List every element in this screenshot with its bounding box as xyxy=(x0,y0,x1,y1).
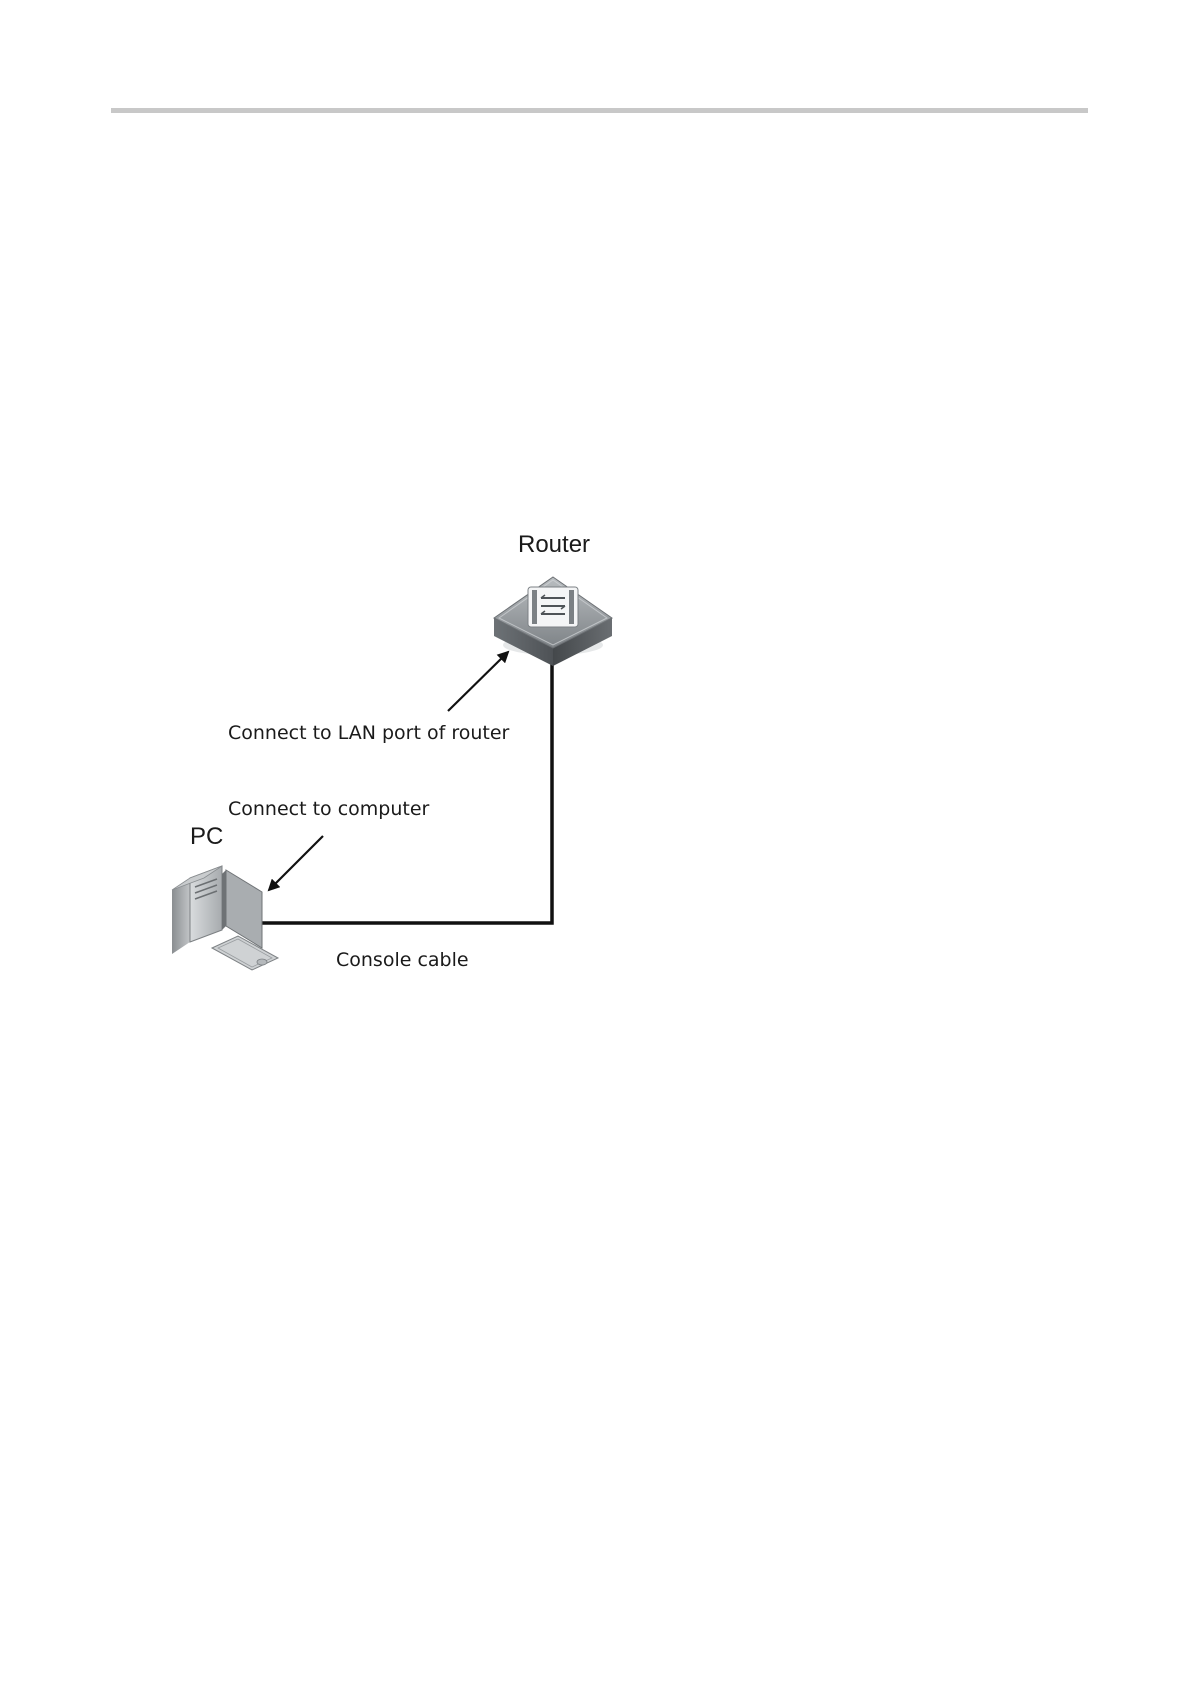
lan-port-annotation: Connect to LAN port of router xyxy=(228,722,510,744)
console-cable-label: Console cable xyxy=(336,949,469,971)
computer-annotation: Connect to computer xyxy=(228,798,430,820)
router-icon xyxy=(494,577,612,666)
computer-arrow xyxy=(269,836,323,890)
lan-port-arrow xyxy=(448,652,508,711)
router-label: Router xyxy=(518,531,590,558)
pc-label: PC xyxy=(190,823,223,850)
desktop-computer-icon xyxy=(172,866,278,970)
console-cable-line xyxy=(262,662,552,923)
